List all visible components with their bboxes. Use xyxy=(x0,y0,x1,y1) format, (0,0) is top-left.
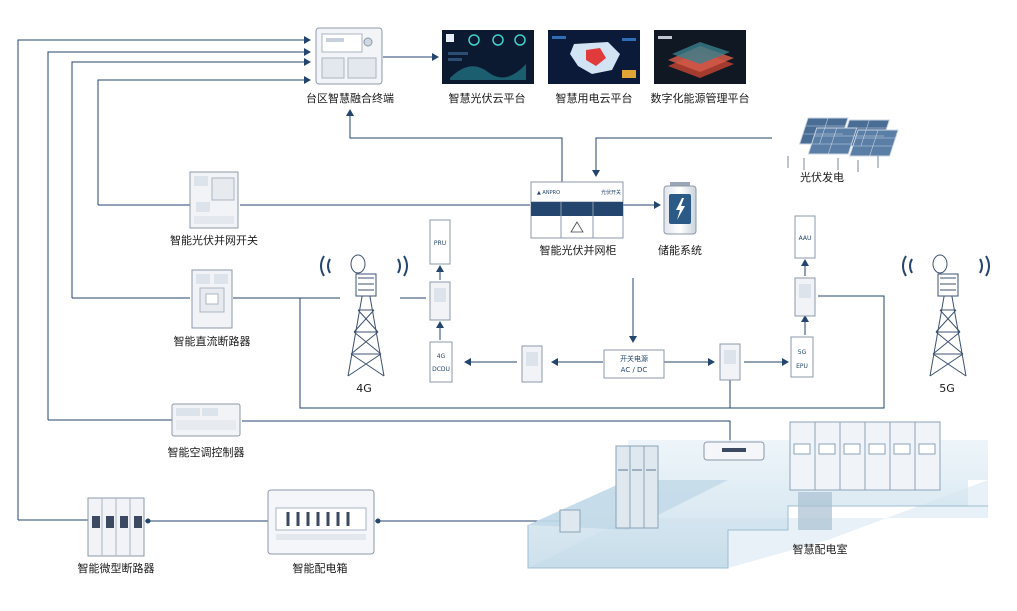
connector-dots xyxy=(145,518,381,524)
breaker-icon xyxy=(719,343,741,381)
energy-platform-label: 数字化能源管理平台 xyxy=(650,92,750,105)
air-conditioner-icon xyxy=(703,441,765,461)
dcdu-top-label: 4G xyxy=(437,353,446,360)
dcdu-bottom-label: DCDU xyxy=(432,366,450,373)
aau-label: AAU xyxy=(799,235,812,242)
epu-top-label: 5G xyxy=(798,349,807,356)
switch-power-label-2: AC / DC xyxy=(621,366,648,374)
dcdu-box xyxy=(429,341,453,383)
pv-grid-cabinet-label: 智能光伏并网柜 xyxy=(539,244,617,257)
svg-text:▲ ANPRO: ▲ ANPRO xyxy=(537,190,560,196)
distribution-box-device xyxy=(267,489,375,555)
energy-platform-screen xyxy=(654,30,746,84)
breaker-icon xyxy=(429,281,451,321)
distribution-box-label: 智能配电箱 xyxy=(292,562,348,575)
ac-controller-device xyxy=(171,403,241,437)
electric-cabinet-icon: ▲ ANPRO 光伏开关 xyxy=(530,181,624,239)
pv-generation-label: 光伏发电 xyxy=(800,171,844,184)
storage-label: 储能系统 xyxy=(658,244,702,257)
tower-4g-label: 4G xyxy=(356,382,372,395)
power-cloud-label: 智慧用电云平台 xyxy=(555,92,633,105)
switch-power-box xyxy=(603,349,665,379)
antenna-tower-icon xyxy=(902,254,990,377)
switch-power-label-1: 开关电源 xyxy=(620,354,648,363)
breaker-icon xyxy=(794,277,816,317)
tower-5g-label: 5G xyxy=(939,382,955,395)
terminal-label: 台区智慧融合终端 xyxy=(306,92,394,105)
epu-box xyxy=(790,336,814,378)
power-room xyxy=(527,421,988,569)
electric-cabinet-icon xyxy=(615,445,659,529)
pru-label: PRU xyxy=(434,240,446,247)
pv-cloud-label: 智慧光伏云平台 xyxy=(448,92,526,105)
pv-cloud-screen xyxy=(442,30,534,84)
dc-breaker-label: 智能直流断路器 xyxy=(173,335,251,348)
ac-controller-label: 智能空调控制器 xyxy=(167,446,245,459)
terminal-device xyxy=(315,27,383,85)
pru-box xyxy=(429,219,451,265)
connector-lines xyxy=(17,36,885,522)
battery-icon xyxy=(663,182,697,235)
aau-box xyxy=(794,215,816,259)
breaker-icon xyxy=(191,269,233,329)
pv-grid-switch-label: 智能光伏并网开关 xyxy=(170,234,258,247)
breaker-icon xyxy=(189,171,239,229)
epu-bottom-label: EPU xyxy=(796,363,808,370)
svg-text:光伏开关: 光伏开关 xyxy=(601,189,621,196)
solar-panel-icon xyxy=(787,117,899,172)
micro-breaker-label: 智能微型断路器 xyxy=(77,562,155,575)
antenna-tower-icon xyxy=(320,254,408,377)
power-room-label: 智慧配电室 xyxy=(792,543,848,556)
electric-cabinet-icon xyxy=(789,421,941,530)
breaker-icon xyxy=(87,497,145,557)
breaker-icon xyxy=(521,345,543,383)
power-cloud-screen xyxy=(548,30,640,84)
